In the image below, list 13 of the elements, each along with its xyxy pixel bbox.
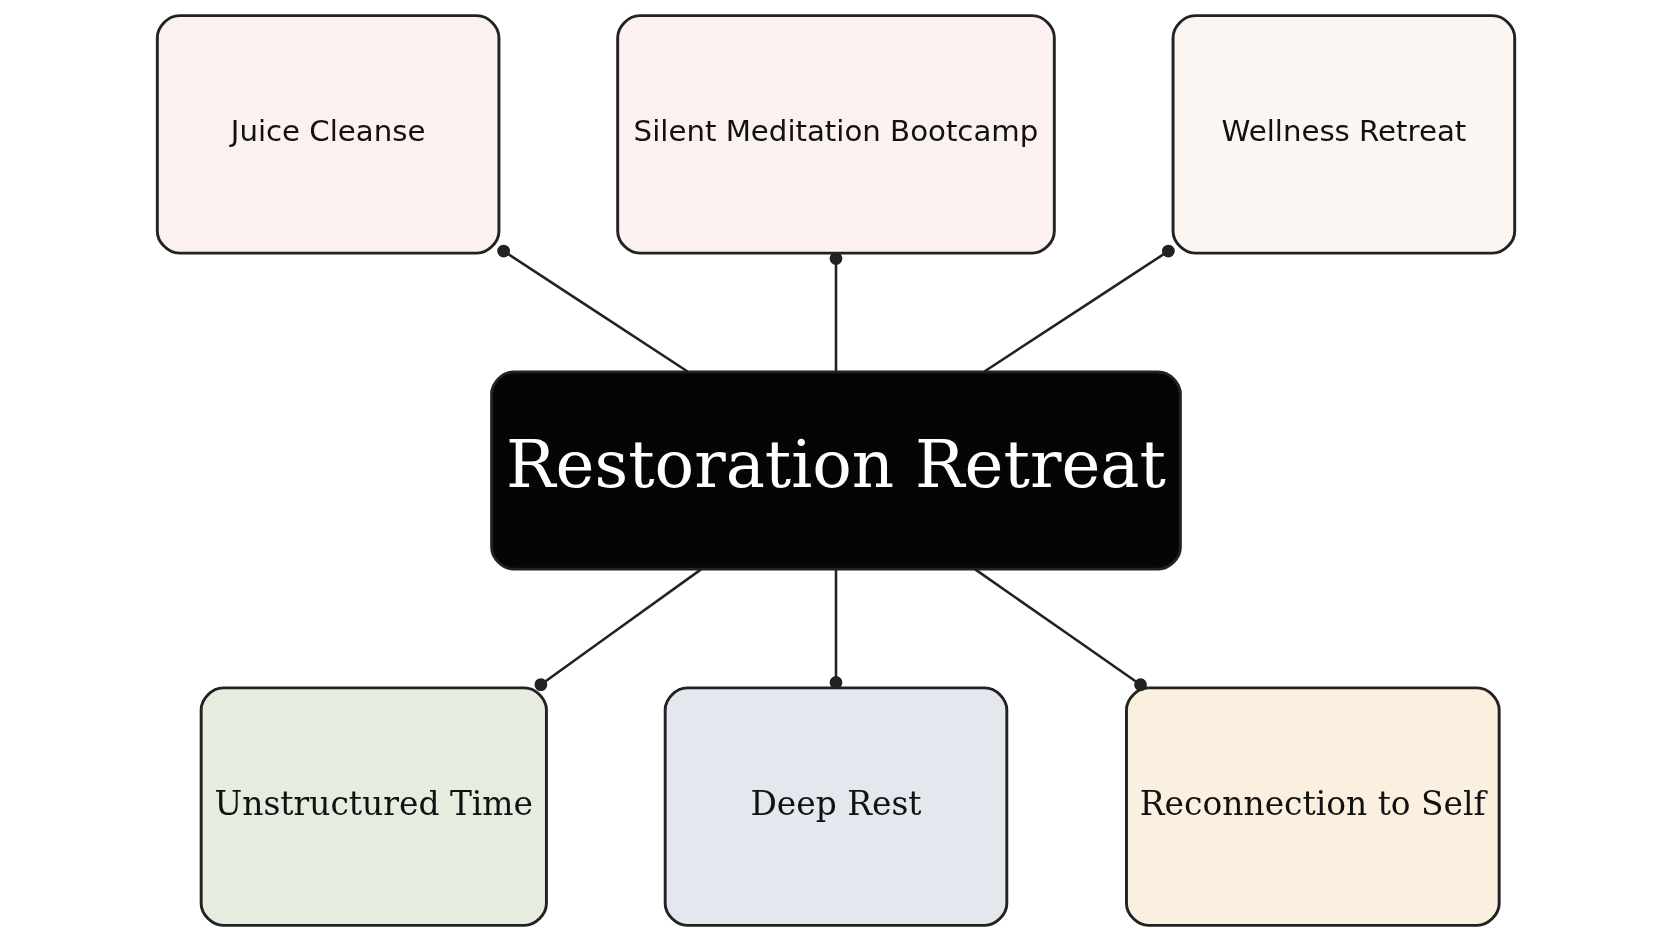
- connector: [534, 568, 702, 692]
- connector: [829, 252, 843, 372]
- connector: [829, 569, 843, 689]
- node-box: Wellness Retreat: [1171, 14, 1517, 255]
- node-box: Unstructured Time: [199, 686, 548, 927]
- node-box: Silent Meditation Bootcamp: [616, 14, 1056, 255]
- node-box: Juice Cleanse: [155, 14, 501, 255]
- node-box: Restoration Retreat: [490, 370, 1182, 571]
- connector: [497, 244, 689, 373]
- connector: [983, 244, 1175, 373]
- node-box: Reconnection to Self: [1125, 686, 1501, 927]
- node-box: Deep Rest: [663, 686, 1009, 927]
- connector: [974, 568, 1147, 692]
